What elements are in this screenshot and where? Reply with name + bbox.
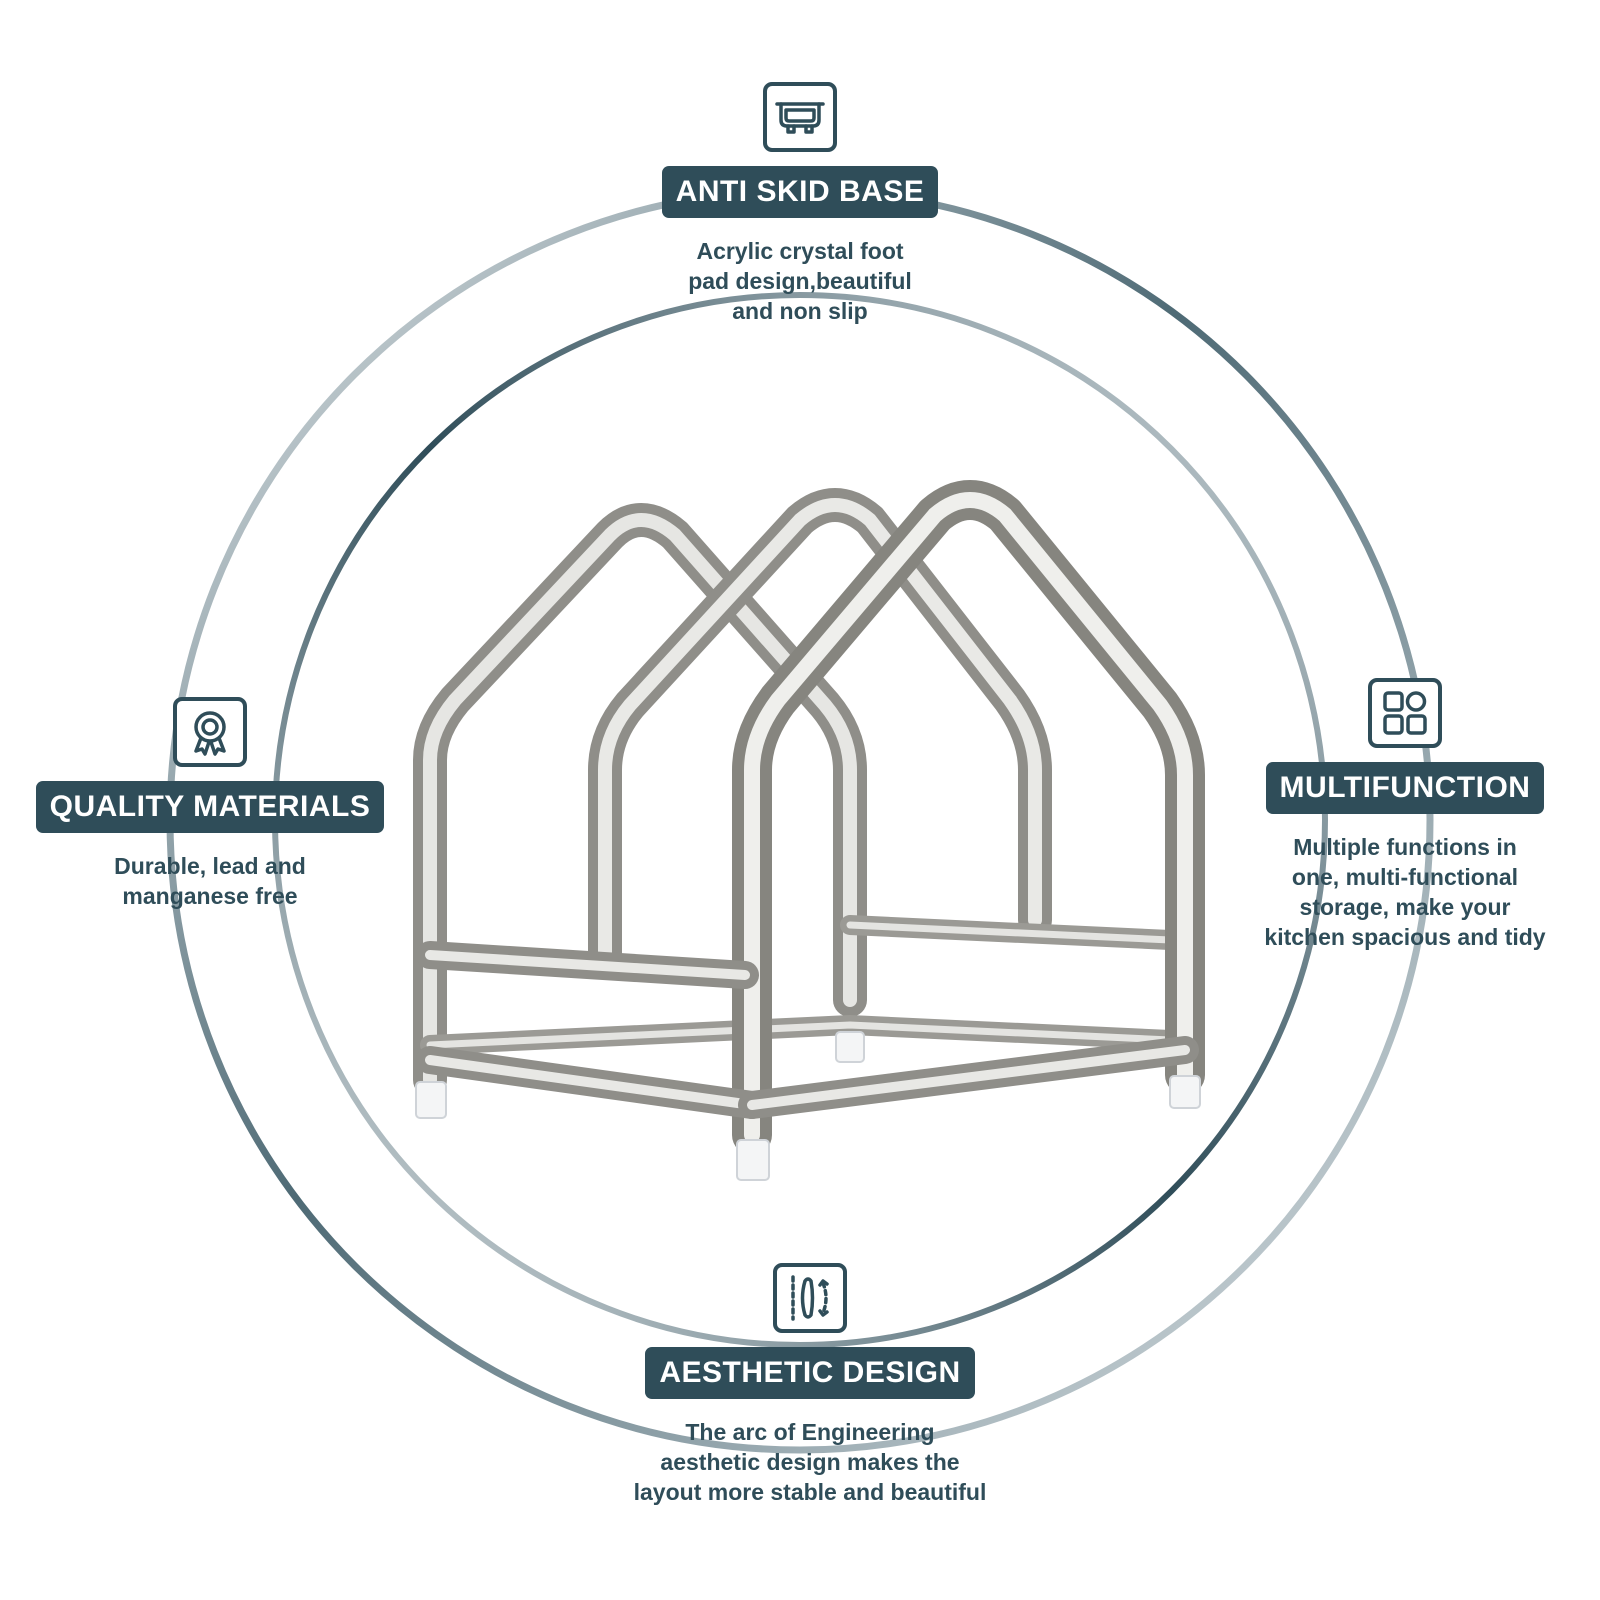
arc-design-icon xyxy=(773,1263,847,1333)
upper-crossbar-right-highlight xyxy=(846,921,1174,944)
rear-left-arch xyxy=(413,503,867,1097)
feature-multifunction: MULTIFUNCTION Multiple functions in one,… xyxy=(1220,678,1590,952)
foot-front-center xyxy=(736,1139,770,1181)
feature-quality-materials: QUALITY MATERIALS Durable, lead and mang… xyxy=(20,697,400,911)
base-frame-back-highlight xyxy=(426,1021,1174,1049)
front-arch-highlight xyxy=(744,492,1193,1143)
foot-back-center xyxy=(835,1031,865,1063)
anti-skid-base-title: ANTI SKID BASE xyxy=(661,166,939,218)
quality-materials-description: Durable, lead and manganese free xyxy=(114,853,306,909)
anti-skid-base-icon xyxy=(763,82,837,152)
aesthetic-design-title: AESTHETIC DESIGN xyxy=(645,1347,975,1399)
anti-skid-base-description: Acrylic crystal foot pad design,beautifu… xyxy=(688,238,912,324)
base-frame-front-right-highlight xyxy=(747,1045,1190,1110)
foot-front-right xyxy=(1169,1075,1201,1109)
multifunction-grid-icon xyxy=(1368,678,1442,748)
foot-front-left xyxy=(415,1081,447,1119)
feature-anti-skid-base: ANTI SKID BASE Acrylic crystal foot pad … xyxy=(600,82,1000,326)
feature-aesthetic-design: AESTHETIC DESIGN The arc of Engineering … xyxy=(560,1263,1060,1507)
quality-materials-title: QUALITY MATERIALS xyxy=(35,781,385,833)
middle-arch xyxy=(588,488,1052,972)
base-frame-front-left-highlight xyxy=(425,1055,757,1110)
middle-arch-highlight xyxy=(598,498,1042,962)
rear-left-arch-highlight xyxy=(423,513,857,1087)
upper-crossbar-left-highlight xyxy=(425,950,750,980)
acrylic-feet xyxy=(415,1031,1201,1181)
multifunction-description: Multiple functions in one, multi-functio… xyxy=(1264,834,1546,950)
multifunction-title: MULTIFUNCTION xyxy=(1265,762,1545,814)
aesthetic-design-description: The arc of Engineering aesthetic design … xyxy=(633,1419,987,1505)
quality-badge-icon xyxy=(173,697,247,767)
